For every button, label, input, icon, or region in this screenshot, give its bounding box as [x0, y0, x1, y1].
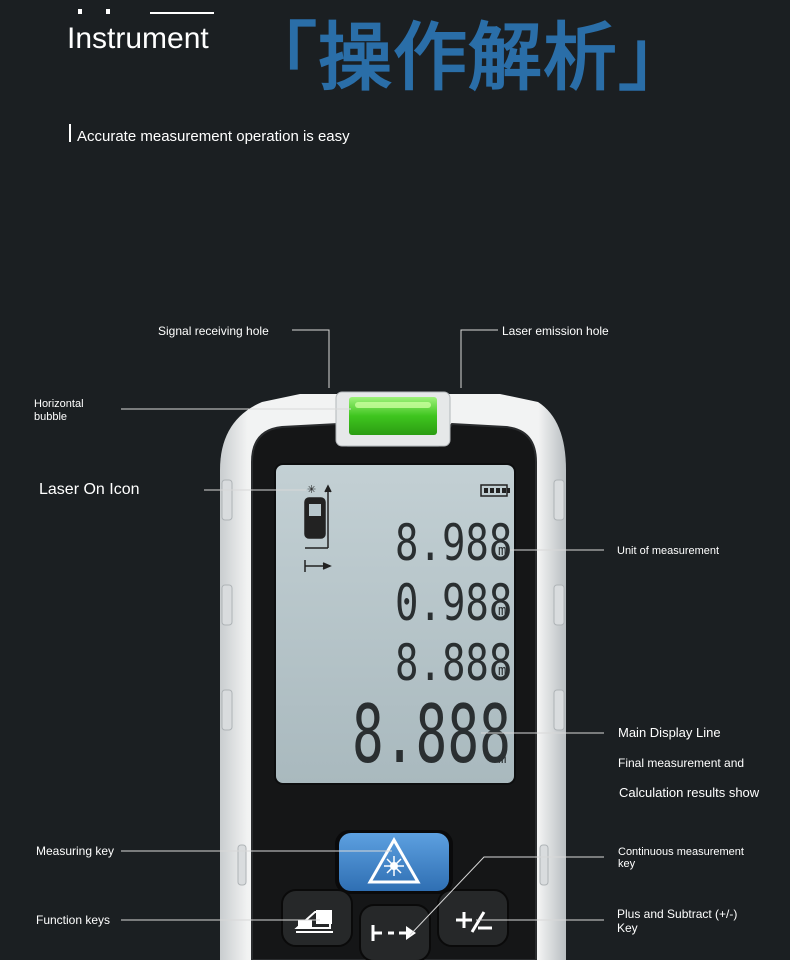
unit-row-3: m [498, 663, 506, 679]
unit-main: m [498, 751, 506, 767]
lcd-screen [274, 463, 516, 785]
label-horizontal-bubble-2: bubble [34, 411, 68, 423]
label-function-keys: Function keys [36, 913, 111, 927]
laser-on-icon: ✳ [304, 483, 332, 572]
label-laser-emission-hole: Laser emission hole [502, 324, 609, 338]
distance-arrow-icon [371, 925, 416, 941]
display-main-line: 8.888 [352, 688, 511, 781]
label-final-result-2: Calculation results show [619, 785, 760, 800]
title-english: Instrument [67, 22, 209, 55]
right-grip-2 [553, 584, 565, 626]
label-horizontal-bubble-1: Horizontal [34, 398, 84, 410]
header-decoration [78, 0, 218, 14]
label-plus-subtract-2: Key [617, 921, 638, 935]
subtitle-bar [69, 124, 71, 142]
label-final-result-1: Final measurement and [618, 756, 745, 770]
plus-subtract-key[interactable] [437, 889, 509, 947]
unit-row-2: m [498, 603, 506, 619]
display-row-3: 8.888 [395, 633, 512, 692]
plus-minus-icon [456, 911, 492, 933]
unit-row-1: m [498, 543, 506, 559]
right-grip-1 [553, 479, 565, 521]
left-grip-3 [221, 689, 233, 731]
left-grip-2 [221, 584, 233, 626]
label-continuous-1: Continuous measurement [618, 846, 744, 858]
label-continuous-2: key [618, 858, 636, 870]
label-main-display-line: Main Display Line [618, 725, 721, 740]
measuring-key[interactable] [335, 830, 453, 894]
battery-icon [480, 484, 510, 497]
label-unit-of-measurement: Unit of measurement [617, 545, 720, 557]
display-row-1: 8.988 [395, 513, 512, 572]
function-key[interactable] [281, 889, 353, 947]
label-signal-receiving-hole: Signal receiving hole [158, 324, 269, 338]
continuous-measurement-key[interactable] [359, 904, 431, 960]
label-measuring-key: Measuring key [36, 844, 115, 858]
svg-text:✳: ✳ [307, 483, 316, 496]
title-chinese: 「操作解析」 [243, 15, 693, 101]
display-row-2: 0.988 [395, 573, 512, 632]
subtitle: Accurate measurement operation is easy [77, 128, 350, 145]
right-grip-3 [553, 689, 565, 731]
label-plus-subtract-1: Plus and Subtract (+/-) [617, 907, 738, 921]
label-laser-on-icon: Laser On Icon [39, 481, 140, 498]
left-grip-4 [237, 844, 247, 886]
laser-warning-icon [367, 836, 421, 884]
right-grip-4 [539, 844, 549, 886]
